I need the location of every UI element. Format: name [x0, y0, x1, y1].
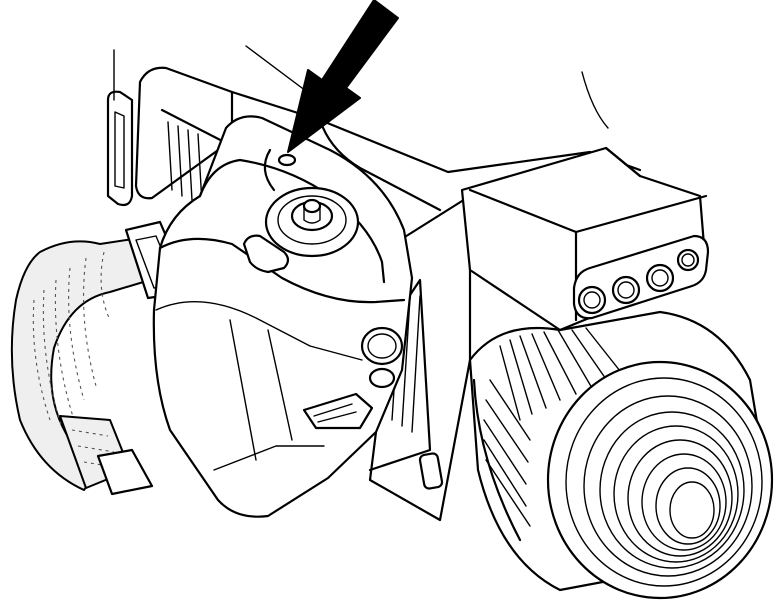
lens-front-rim — [546, 360, 774, 600]
lamp-window-2 — [611, 275, 641, 305]
lamp-window-1 — [577, 285, 607, 315]
lamp-strip — [572, 234, 710, 320]
lens-assembly — [468, 310, 774, 600]
camera-rear-body — [113, 45, 642, 522]
arrow-pointer-icon — [287, 0, 399, 153]
grip-top-hole — [277, 153, 297, 167]
lamp-window-3 — [645, 263, 675, 293]
grip-button-left[interactable] — [242, 234, 290, 274]
joystick[interactable] — [264, 186, 360, 258]
connector-door — [418, 452, 444, 490]
side-knob[interactable] — [368, 367, 396, 389]
side-round-button[interactable] — [360, 326, 404, 366]
lamp-window-4 — [676, 248, 700, 272]
trigger-button[interactable] — [302, 392, 374, 430]
